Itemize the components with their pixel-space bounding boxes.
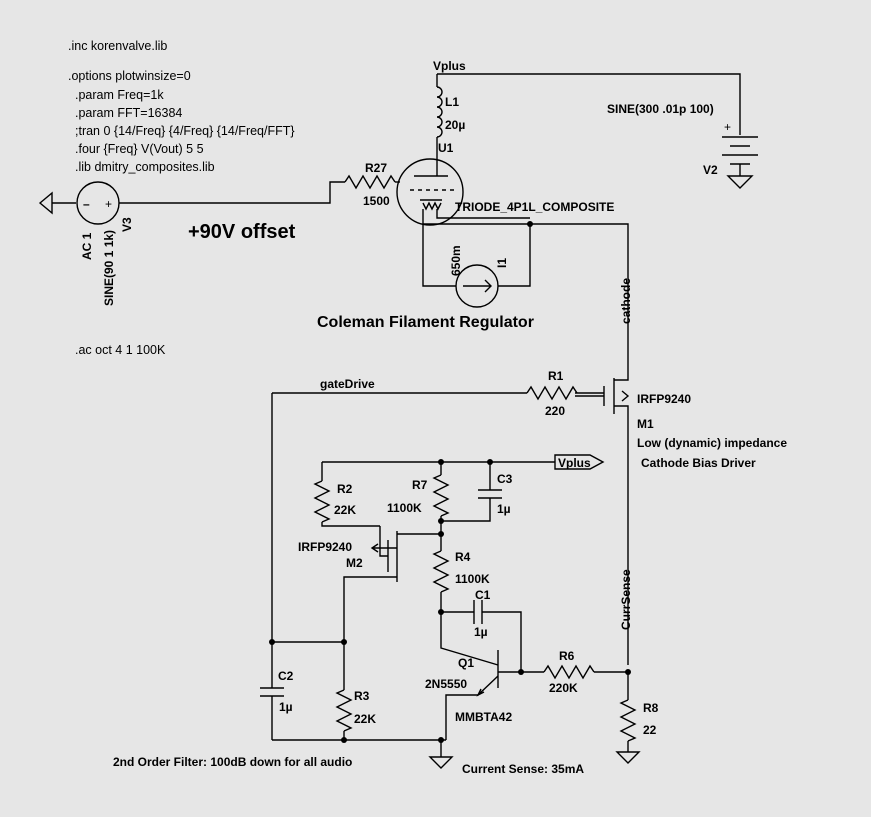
r3-name: R3: [354, 689, 370, 703]
filter-note: 2nd Order Filter: 100dB down for all aud…: [113, 755, 352, 769]
m1-name: M1: [637, 417, 654, 431]
u1-model: TRIODE_4P1L_COMPOSITE: [455, 200, 614, 214]
q1-name: Q1: [458, 656, 474, 670]
directive-four: .four {Freq} V(Vout) 5 5: [75, 142, 204, 156]
c2-name: C2: [278, 669, 294, 683]
mosfet-m2: IRFP9240 M2: [298, 521, 444, 642]
mosfet-m1: IRFP9240 M1 Low (dynamic) impedance Cath…: [575, 378, 787, 665]
resistor-r4: R4 1100K: [432, 534, 490, 615]
net-label-cathode: cathode: [619, 278, 633, 324]
l1-value: 20µ: [445, 118, 465, 132]
m1-model: IRFP9240: [637, 392, 691, 406]
r2-name: R2: [337, 482, 353, 496]
directive-lib: .lib dmitry_composites.lib: [75, 160, 215, 174]
source-v3: – + AC 1 SINE(90 1 1k) V3: [38, 181, 345, 306]
resistor-r2: R2 22K: [313, 462, 380, 527]
i1-name: I1: [495, 258, 509, 268]
directive-param-freq: .param Freq=1k: [75, 88, 164, 102]
r7-value: 1100K: [387, 501, 422, 515]
resistor-r7: R7 1100K: [387, 462, 450, 521]
capacitor-c3: C3 1µ: [438, 462, 513, 524]
q1-model: 2N5550: [425, 677, 467, 691]
resistor-r6: R6 220K: [521, 649, 631, 695]
coleman-note: Coleman Filament Regulator: [317, 314, 534, 331]
v2-name: V2: [703, 163, 718, 177]
r4-value: 1100K: [455, 572, 490, 586]
current-sense-note: Current Sense: 35mA: [462, 762, 584, 776]
cathode-bias-note: Cathode Bias Driver: [641, 456, 756, 470]
l1-name: L1: [445, 95, 459, 109]
vplus-rail: Vplus: [433, 59, 741, 135]
v3-name: V3: [120, 217, 134, 232]
triode-u1: U1 TRIODE_4P1L_COMPOSITE: [396, 141, 614, 226]
c3-name: C3: [497, 472, 513, 486]
offset-note: +90V offset: [188, 221, 296, 243]
r2-value: 22K: [334, 503, 356, 517]
resistor-r8: R8 22: [615, 672, 659, 764]
r8-value: 22: [643, 723, 657, 737]
directive-inc: .inc korenvalve.lib: [68, 39, 167, 53]
c1-name: C1: [475, 588, 491, 602]
r1-name: R1: [548, 369, 564, 383]
resistor-r27: R27 1500: [344, 161, 400, 208]
r1-value: 220: [545, 404, 565, 418]
q1-model2: MMBTA42: [455, 710, 512, 724]
r6-name: R6: [559, 649, 575, 663]
c2-value: 1µ: [279, 700, 293, 714]
net-label-gate-drive: gateDrive: [320, 377, 375, 391]
v3-plus-sign: +: [105, 197, 112, 211]
v3-minus-sign: –: [83, 197, 90, 211]
filter-network: C2 1µ R3 22K: [260, 639, 454, 769]
c3-value: 1µ: [497, 502, 511, 516]
r27-value: 1500: [363, 194, 390, 208]
directive-tran: ;tran 0 {14/Freq} {4/Freq} {14/Freq/FFT}: [75, 124, 295, 138]
v2-value: SINE(300 .01p 100): [607, 102, 714, 116]
directive-param-fft: .param FFT=16384: [75, 106, 182, 120]
directive-ac: .ac oct 4 1 100K: [75, 343, 166, 357]
r27-name: R27: [365, 161, 387, 175]
i1-value: 650m: [449, 245, 463, 276]
directive-options: .options plotwinsize=0: [68, 69, 191, 83]
gate-drive-net: gateDrive: [271, 377, 527, 642]
filament-regulator: 650m I1 Coleman Filament Regulator: [317, 209, 629, 381]
v2-plus-sign: +: [724, 120, 731, 134]
m2-model: IRFP9240: [298, 540, 352, 554]
r4-name: R4: [455, 550, 471, 564]
r8-name: R8: [643, 701, 659, 715]
resistor-r1: R1 220: [526, 369, 604, 418]
r7-name: R7: [412, 478, 428, 492]
low-impedance-note: Low (dynamic) impedance: [637, 436, 787, 450]
vplus-port: [554, 454, 605, 470]
c1-value: 1µ: [474, 625, 488, 639]
m2-name: M2: [346, 556, 363, 570]
v2-battery: + SINE(300 .01p 100) V2: [607, 102, 758, 189]
v3-ac: AC 1: [80, 232, 94, 260]
net-label-curr-sense: CurrSense: [619, 569, 633, 630]
net-label-vplus-top: Vplus: [433, 59, 466, 73]
r3-value: 22K: [354, 712, 376, 726]
u1-name: U1: [438, 141, 454, 155]
inductor-l1: L1 20µ: [436, 74, 465, 176]
junction-r3-bottom: [341, 737, 347, 743]
net-label-vplus-port: Vplus: [558, 456, 591, 470]
r6-value: 220K: [549, 681, 578, 695]
capacitor-c1: C1 1µ: [441, 588, 522, 672]
inner-vplus-bus: Vplus: [322, 454, 605, 470]
v3-value: SINE(90 1 1k): [102, 230, 116, 306]
spice-directives: .inc korenvalve.lib .options plotwinsize…: [68, 39, 295, 357]
